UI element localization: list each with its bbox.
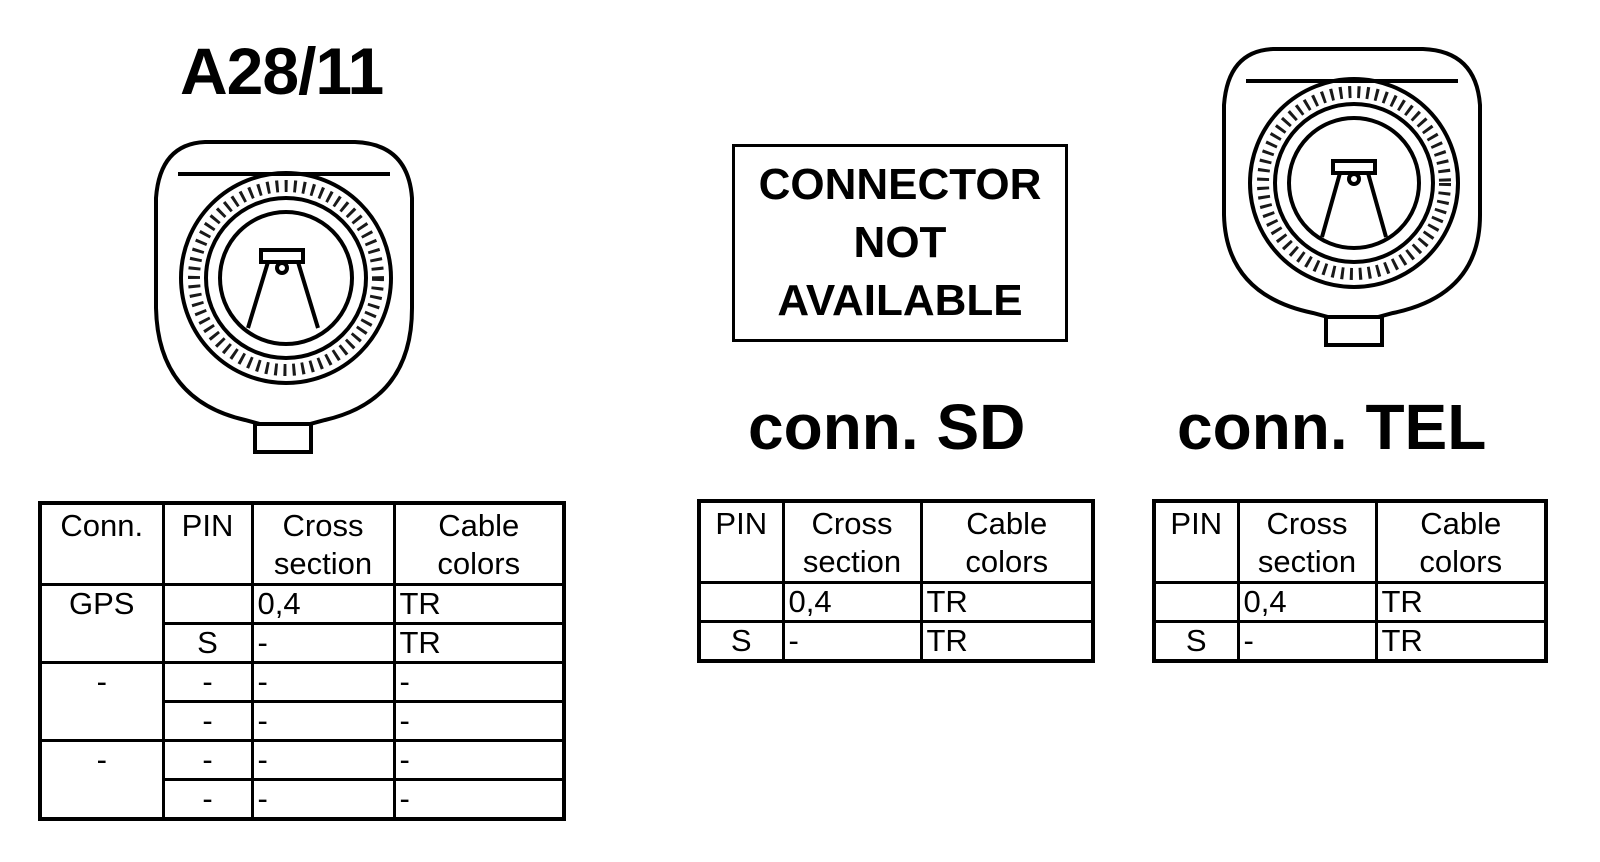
notice-line-2: NOT: [853, 218, 947, 267]
cross-section-cell: -: [250, 661, 396, 703]
pin-cell: [161, 583, 254, 625]
header-conn: Conn.: [38, 501, 165, 586]
cross-section-cell: -: [250, 622, 396, 664]
notice-line-1: CONNECTOR: [758, 160, 1042, 209]
cable-color-cell: TR: [392, 622, 566, 664]
pin-cell: -: [161, 700, 254, 742]
conn-cell-empty: [38, 701, 165, 742]
header-cable-colors: Cable colors: [1374, 499, 1548, 584]
cable-color-cell: -: [392, 700, 566, 742]
table-row: S - TR: [1152, 620, 1548, 663]
table-row: 0,4 TR: [697, 581, 1095, 623]
header-cable-colors: Cable colors: [919, 499, 1095, 584]
pin-cell: S: [697, 620, 785, 663]
header-pin: PIN: [1152, 499, 1240, 584]
table-row: - - -: [38, 700, 566, 742]
cable-color-cell: TR: [919, 581, 1095, 623]
pin-cell: S: [161, 622, 254, 664]
conn-cell: -: [38, 661, 165, 702]
a28-pin-table: Conn. PIN Cross section Cable colors GPS…: [38, 501, 566, 821]
header-cross-section: Cross section: [781, 499, 923, 584]
cable-color-cell: -: [392, 778, 566, 821]
table-header-row: Conn. PIN Cross section Cable colors: [38, 501, 566, 586]
pin-cell: -: [161, 739, 254, 781]
cross-section-cell: -: [250, 778, 396, 821]
cable-color-cell: TR: [392, 583, 566, 625]
cable-color-cell: TR: [919, 620, 1095, 663]
connector-not-available-notice: CONNECTOR NOT AVAILABLE: [732, 144, 1068, 342]
pin-cell: -: [161, 661, 254, 703]
pin-cell: S: [1152, 620, 1240, 663]
cross-section-cell: -: [781, 620, 923, 663]
header-cross-section: Cross section: [250, 501, 396, 586]
cross-section-cell: 0,4: [250, 583, 396, 625]
conn-cell-empty: [38, 779, 165, 821]
table-row: S - TR: [697, 620, 1095, 663]
table-row: - - - -: [38, 739, 566, 781]
header-pin: PIN: [161, 501, 254, 586]
connector-a28-drawing: [154, 140, 414, 454]
tel-pin-table: PIN Cross section Cable colors 0,4 TR S …: [1152, 499, 1548, 663]
cable-color-cell: -: [392, 739, 566, 781]
cross-section-cell: 0,4: [781, 581, 923, 623]
table-header-row: PIN Cross section Cable colors: [1152, 499, 1548, 584]
pin-cell: [1152, 581, 1240, 623]
table-row: S - TR: [38, 622, 566, 664]
cable-color-cell: -: [392, 661, 566, 703]
cable-color-cell: TR: [1374, 581, 1548, 623]
connector-tel-title: conn. TEL: [1177, 391, 1487, 463]
table-row: - - -: [38, 778, 566, 821]
notice-line-3: AVAILABLE: [777, 276, 1023, 325]
table-row: 0,4 TR: [1152, 581, 1548, 623]
pin-cell: [697, 581, 785, 623]
cross-section-cell: 0,4: [1236, 581, 1378, 623]
table-header-row: PIN Cross section Cable colors: [697, 499, 1095, 584]
connector-tel-drawing: [1222, 47, 1482, 347]
connector-sd-title: conn. SD: [748, 391, 1026, 463]
header-cable-colors: Cable colors: [392, 501, 566, 586]
header-cross-section: Cross section: [1236, 499, 1378, 584]
connector-a28-title: A28/11: [180, 34, 384, 108]
pin-cell: -: [161, 778, 254, 821]
conn-cell-empty: [38, 623, 165, 664]
sd-pin-table: PIN Cross section Cable colors 0,4 TR S …: [697, 499, 1095, 663]
cable-color-cell: TR: [1374, 620, 1548, 663]
cross-section-cell: -: [250, 700, 396, 742]
conn-cell: GPS: [38, 583, 165, 624]
conn-cell: -: [38, 739, 165, 780]
table-row: GPS 0,4 TR: [38, 583, 566, 625]
cross-section-cell: -: [250, 739, 396, 781]
table-row: - - - -: [38, 661, 566, 703]
cross-section-cell: -: [1236, 620, 1378, 663]
header-pin: PIN: [697, 499, 785, 584]
